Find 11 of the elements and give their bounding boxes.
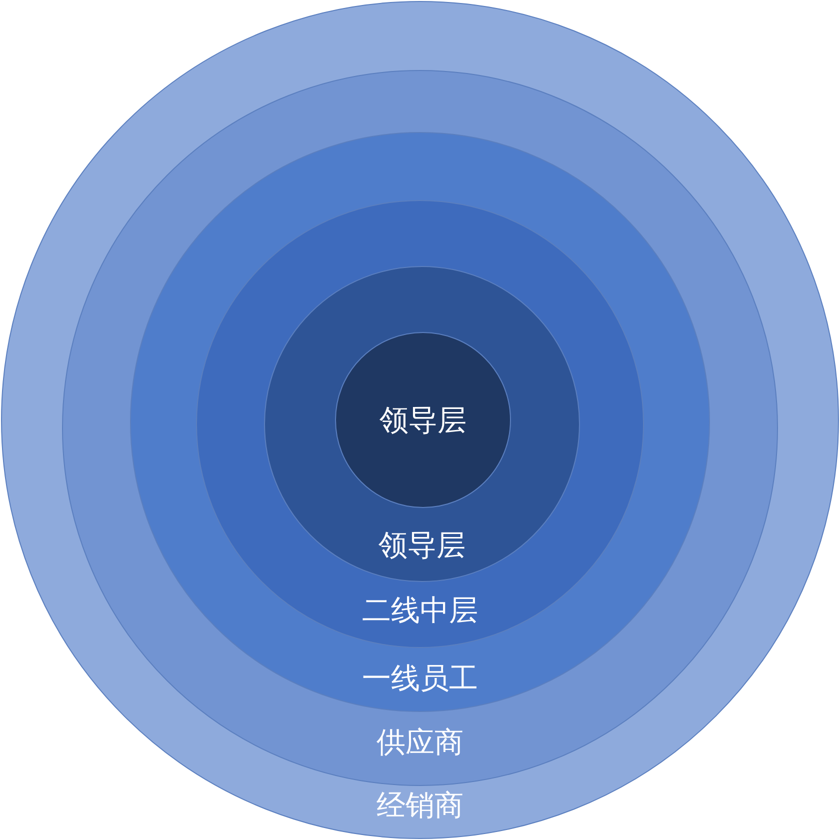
- layer-label: 领导层: [378, 527, 466, 564]
- circle-layer: [130, 132, 710, 712]
- circle-layer: [335, 332, 511, 508]
- circle-layer: [62, 70, 778, 786]
- layer-label: 领导层: [380, 402, 466, 439]
- circle-layer: [264, 266, 580, 582]
- layer-label: 二线中层: [362, 592, 478, 629]
- layer-label: 供应商: [376, 724, 464, 761]
- layer-label: 经销商: [376, 787, 464, 824]
- layer-label: 一线员工: [362, 660, 478, 697]
- circle-layer: [196, 200, 644, 648]
